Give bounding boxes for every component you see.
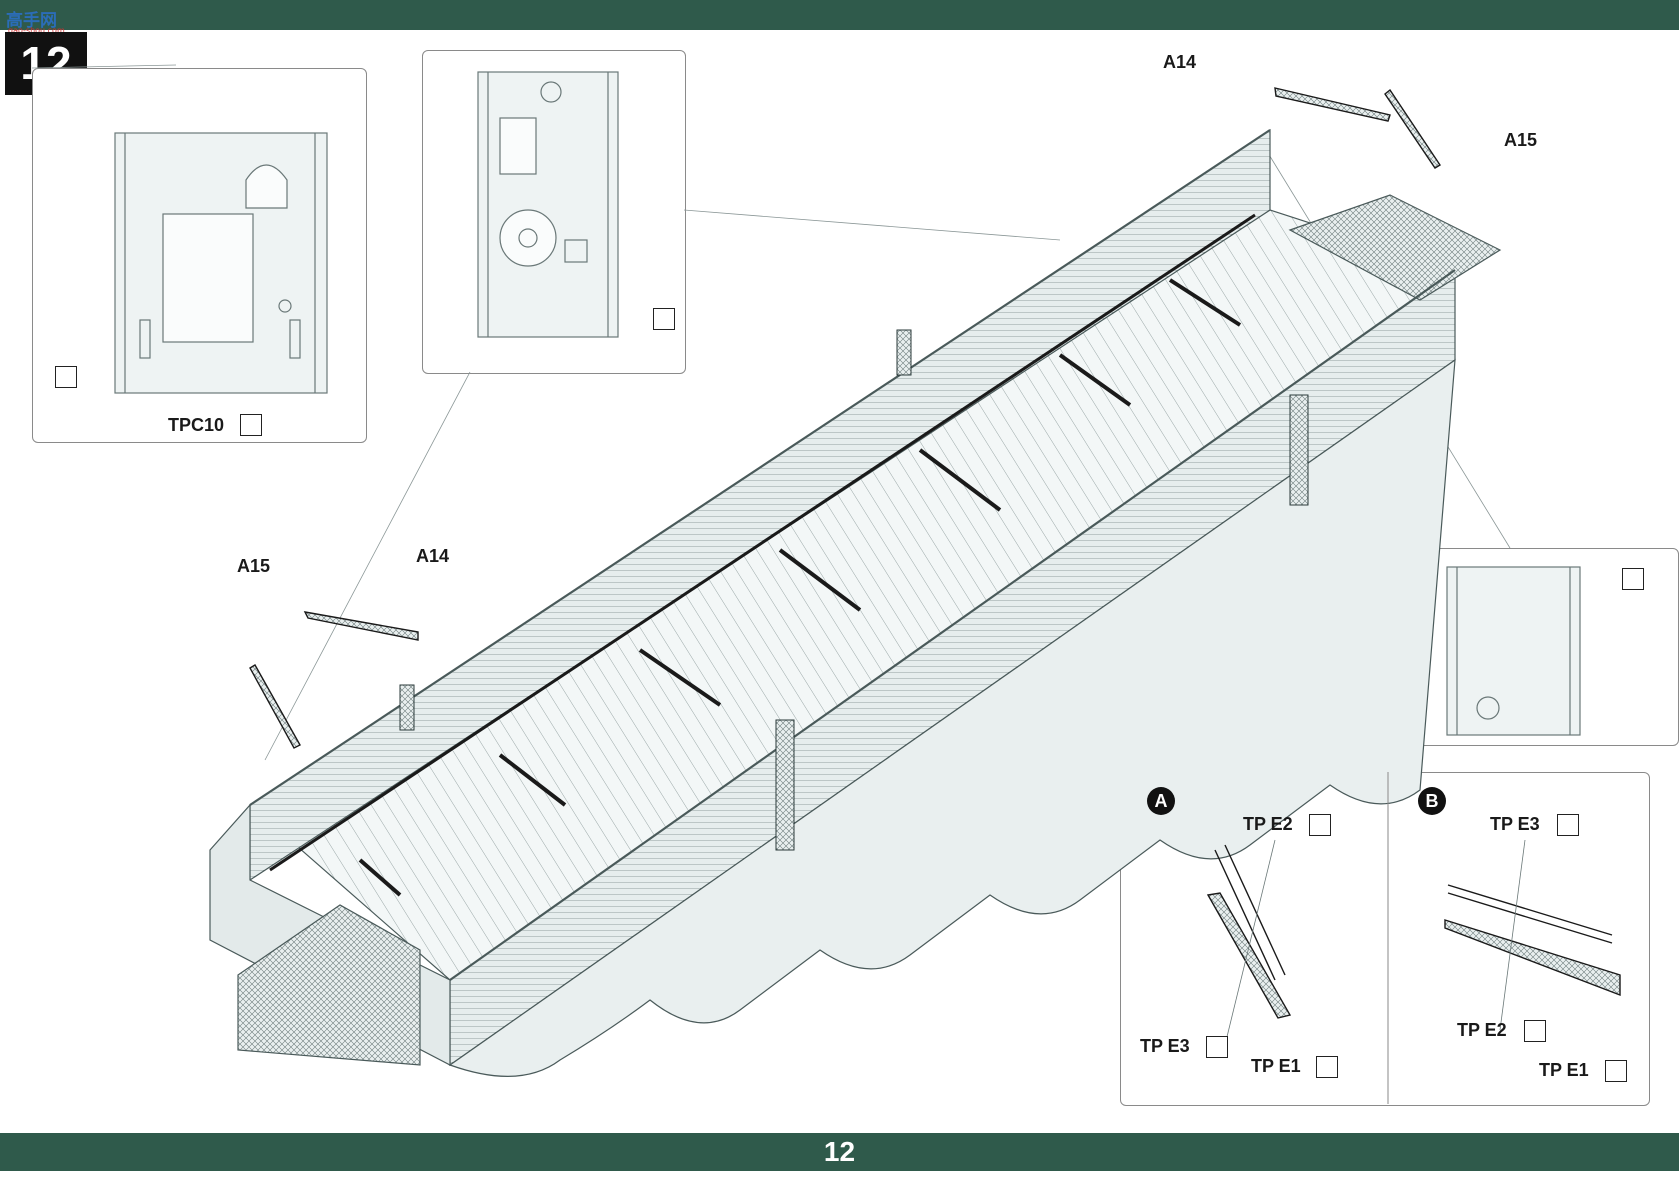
glue-icon: [55, 366, 77, 388]
detail-a-badge: A: [1147, 787, 1175, 815]
tpc10-part-drawing: [114, 132, 328, 394]
detail-a-e1: TP E1: [1251, 1056, 1301, 1076]
site-logo-main: 高手网: [6, 11, 57, 31]
label-a14-top: A14: [1163, 52, 1197, 72]
side-part-drawing: [1446, 566, 1581, 736]
detail-b-e3: TP E3: [1490, 814, 1540, 834]
photo-etch-icon: [653, 308, 675, 330]
deck-part-drawing: [477, 71, 619, 338]
photo-etch-icon: [1316, 1056, 1338, 1078]
detail-a-e3: TP E3: [1140, 1036, 1190, 1056]
detail-b-e2: TP E2: [1457, 1020, 1507, 1040]
footer-band: [0, 1133, 1679, 1171]
label-a15-left: A15: [237, 556, 271, 576]
detail-a-drawing: [1206, 839, 1292, 1046]
remove-part-icon: [240, 414, 262, 436]
detail-b-badge: B: [1418, 787, 1446, 815]
site-logo: 高手网 gao-shou.com: [4, 6, 92, 36]
detail-b-e1: TP E1: [1539, 1060, 1589, 1080]
photo-etch-icon: [1557, 814, 1579, 836]
cranes: [249, 87, 1441, 749]
photo-etch-icon: [1622, 568, 1644, 590]
photo-etch-icon: [1524, 1020, 1546, 1042]
photo-etch-icon: [1206, 1036, 1228, 1058]
photo-etch-icon: [1309, 814, 1331, 836]
floating-dock: [209, 128, 1502, 1077]
header-band: [0, 0, 1679, 30]
label-tpc10: TPC10: [168, 415, 225, 435]
label-a14-left: A14: [416, 546, 450, 566]
page-number: 12: [823, 1136, 856, 1167]
detail-b-drawing: [1444, 839, 1621, 1031]
detail-a-e2: TP E2: [1243, 814, 1293, 834]
site-logo-sub: gao-shou.com: [8, 26, 65, 35]
photo-etch-icon: [1605, 1060, 1627, 1082]
label-a15-top: A15: [1504, 130, 1538, 150]
